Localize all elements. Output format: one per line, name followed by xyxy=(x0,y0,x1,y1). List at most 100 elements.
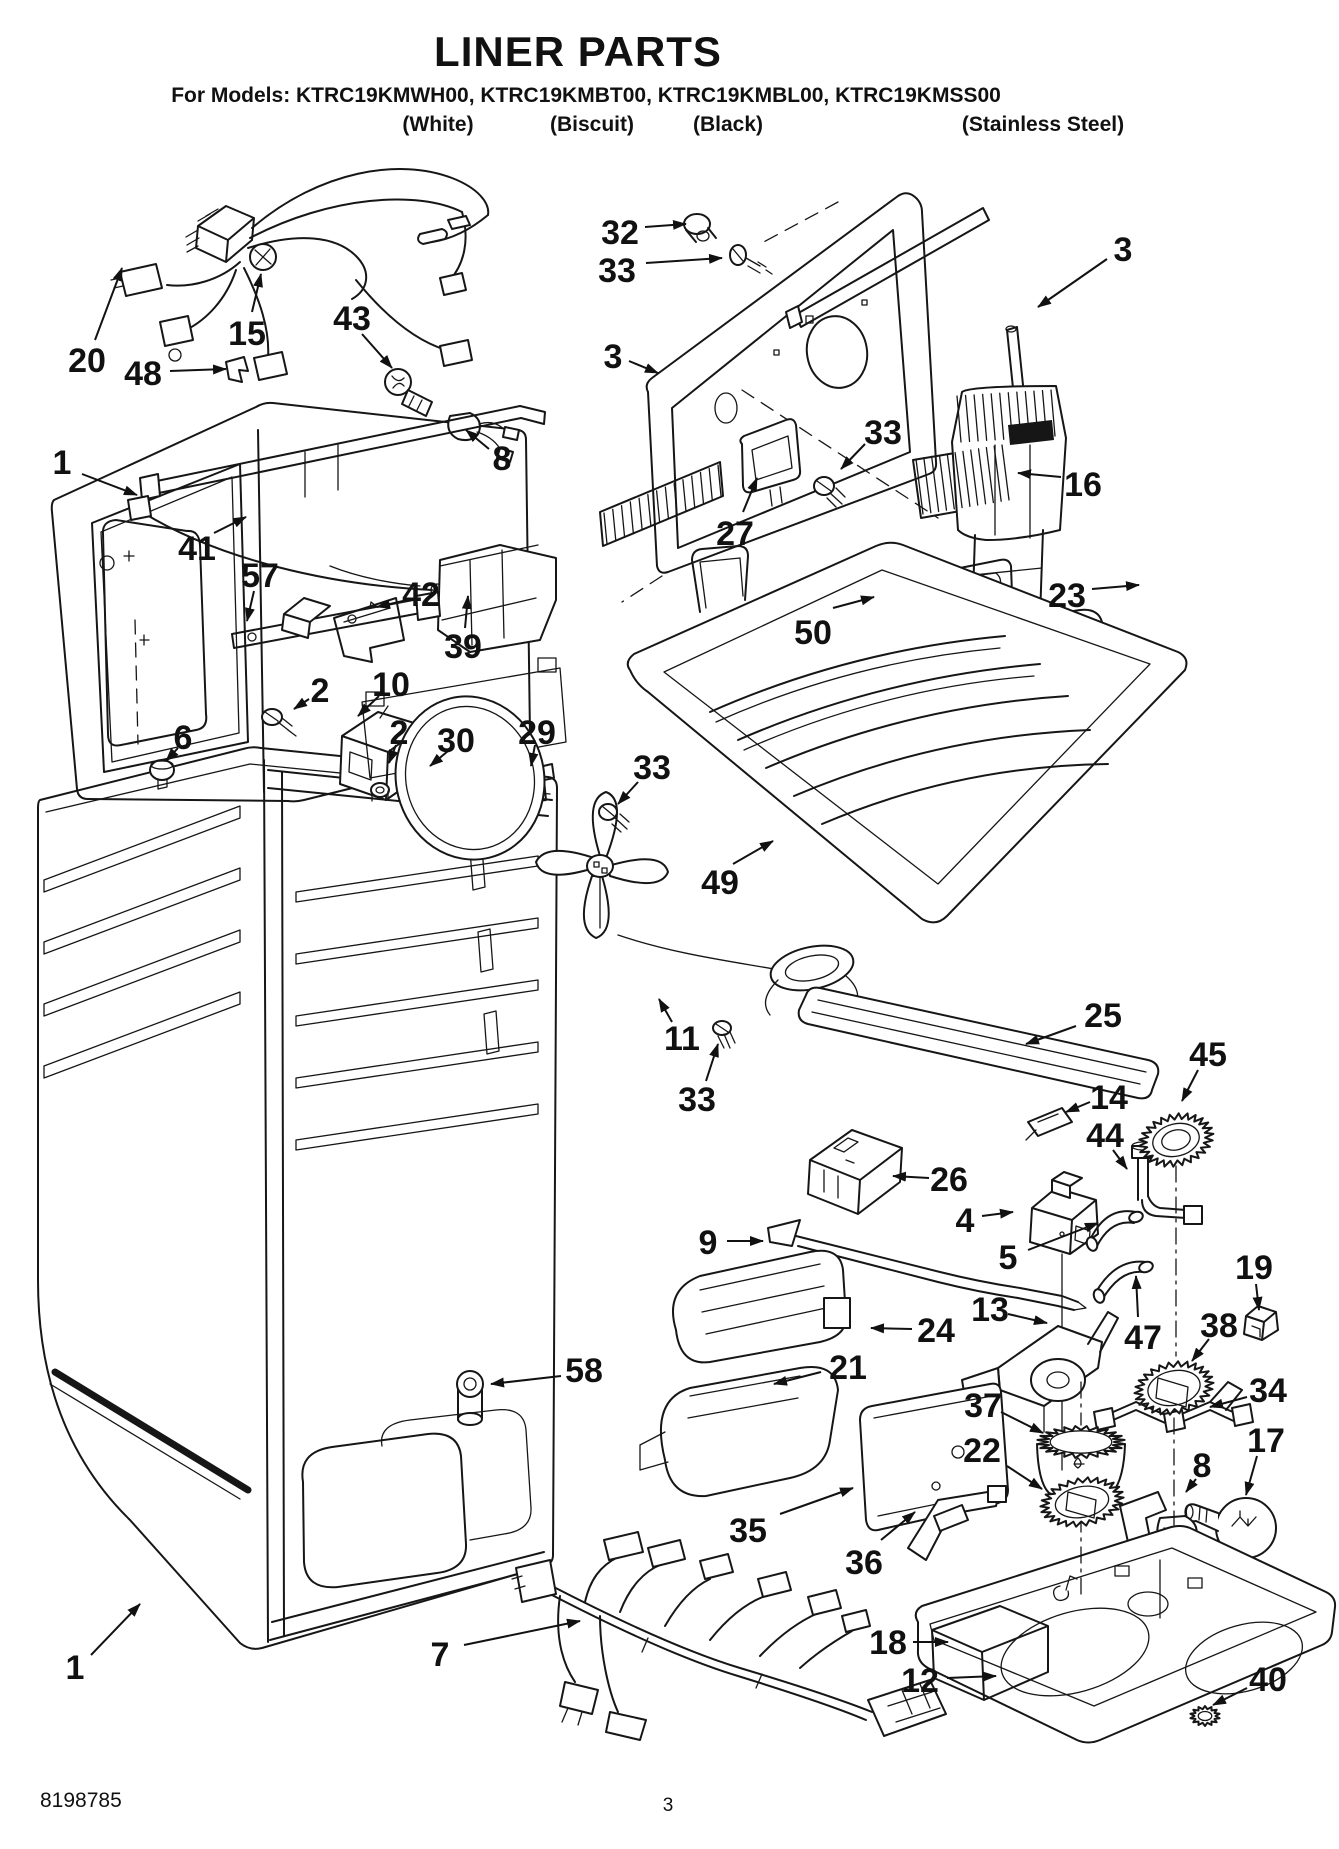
callout-label-3: 3 xyxy=(604,338,623,376)
callout-arrow-8 xyxy=(1185,1478,1198,1493)
callout-label-15: 15 xyxy=(228,315,266,353)
callout-arrow-38 xyxy=(1191,1338,1210,1362)
callout-arrow-1 xyxy=(90,1603,141,1656)
callout-arrow-44 xyxy=(1112,1149,1128,1170)
part-35-panel-drawing xyxy=(859,1382,1009,1532)
models-line: For Models: KTRC19KMWH00, KTRC19KMBT00, … xyxy=(171,84,1001,107)
serrated-parts-drawing xyxy=(365,389,1221,1727)
callout-label-38: 38 xyxy=(1200,1307,1238,1345)
callout-arrow-35 xyxy=(779,1487,854,1515)
callout-label-57: 57 xyxy=(241,557,279,595)
callout-arrow-3 xyxy=(628,360,659,374)
callout-label-3: 3 xyxy=(1114,231,1133,269)
callout-arrow-57 xyxy=(245,590,255,622)
callout-arrow-43 xyxy=(361,333,393,369)
finish-label-white: (White) xyxy=(402,113,474,136)
callout-label-8: 8 xyxy=(493,440,512,478)
callout-label-30: 30 xyxy=(437,722,475,760)
callout-label-1: 1 xyxy=(66,1649,85,1687)
callout-label-9: 9 xyxy=(699,1224,718,1262)
callout-label-58: 58 xyxy=(565,1352,603,1390)
callout-label-33: 33 xyxy=(598,252,636,290)
part-32-spacer xyxy=(683,213,717,243)
callout-arrow-49 xyxy=(732,840,774,865)
part-27-bracket xyxy=(739,418,802,494)
callout-label-49: 49 xyxy=(701,864,739,902)
part-2-screw xyxy=(261,708,297,737)
callout-label-21: 21 xyxy=(829,1349,867,1387)
part-42-clip xyxy=(333,597,405,663)
callout-label-13: 13 xyxy=(971,1291,1009,1329)
callout-label-25: 25 xyxy=(1084,997,1122,1035)
part-2-nut xyxy=(370,782,390,802)
callout-label-12: 12 xyxy=(901,1662,939,1700)
part-48-clip xyxy=(225,356,249,383)
callout-label-50: 50 xyxy=(794,614,832,652)
callout-label-2: 2 xyxy=(311,672,330,710)
callout-label-37: 37 xyxy=(964,1387,1002,1425)
callout-label-7: 7 xyxy=(431,1636,450,1674)
callout-label-33: 33 xyxy=(678,1081,716,1119)
callout-label-20: 20 xyxy=(68,342,106,380)
callout-arrow-30 xyxy=(429,750,449,767)
callout-arrow-21 xyxy=(773,1371,822,1386)
callout-label-2: 2 xyxy=(390,714,409,752)
callout-label-10: 10 xyxy=(372,666,410,704)
callout-label-41: 41 xyxy=(178,530,216,568)
part-58-grommet-drawing xyxy=(456,1370,484,1426)
callout-label-39: 39 xyxy=(444,628,482,666)
fresh-food-liner-drawing xyxy=(37,746,558,1650)
callout-arrow-12 xyxy=(946,1671,997,1682)
part-21-duct-drawing xyxy=(639,1366,839,1498)
callout-arrow-23 xyxy=(1091,581,1140,592)
callout-label-44: 44 xyxy=(1086,1117,1124,1155)
part-33-screw-lower xyxy=(712,1020,736,1049)
callout-arrow-14 xyxy=(1065,1101,1091,1113)
fan-assembly-drawing xyxy=(361,667,791,1049)
part-26-control-drawing xyxy=(807,1129,903,1215)
part-19-clip-drawing xyxy=(1243,1305,1279,1341)
callout-arrow-29 xyxy=(528,744,539,767)
callout-arrow-37 xyxy=(1000,1411,1044,1434)
document-number: 8198785 xyxy=(40,1789,122,1812)
callout-label-33: 33 xyxy=(633,749,671,787)
callout-label-14: 14 xyxy=(1090,1079,1128,1117)
callout-arrow-27 xyxy=(742,477,758,513)
callout-label-36: 36 xyxy=(845,1544,883,1582)
callout-label-17: 17 xyxy=(1247,1422,1285,1460)
callout-label-32: 32 xyxy=(601,214,639,252)
callout-arrow-58 xyxy=(490,1375,562,1388)
finish-label-stainless: (Stainless Steel) xyxy=(961,113,1125,136)
callout-arrow-7 xyxy=(463,1618,581,1646)
callout-arrow-25 xyxy=(1025,1025,1077,1045)
callout-arrow-10 xyxy=(357,695,380,717)
callout-arrow-50 xyxy=(832,595,875,609)
callout-label-43: 43 xyxy=(333,300,371,338)
callout-label-16: 16 xyxy=(1064,466,1102,504)
part-17-bulb-drawing xyxy=(1184,1497,1277,1559)
part-33-screw-fan xyxy=(598,803,630,833)
callout-label-22: 22 xyxy=(963,1432,1001,1470)
part-49-drain-pan-drawing xyxy=(626,541,1188,924)
callout-arrow-6 xyxy=(165,747,179,762)
callout-arrow-24 xyxy=(870,1323,913,1334)
callout-label-26: 26 xyxy=(930,1161,968,1199)
callout-label-1: 1 xyxy=(53,444,72,482)
callout-arrow-16 xyxy=(1017,469,1062,480)
callout-label-8: 8 xyxy=(1193,1447,1212,1485)
part-43-bulb xyxy=(384,368,433,417)
finish-label-black: (Black) xyxy=(692,113,764,136)
callout-arrow-36 xyxy=(880,1511,916,1541)
callout-arrow-33 xyxy=(645,253,723,264)
callout-arrow-34 xyxy=(1209,1396,1248,1409)
callout-label-24: 24 xyxy=(917,1312,955,1350)
part-14-clip-drawing xyxy=(1025,1107,1073,1141)
callout-label-47: 47 xyxy=(1124,1319,1162,1357)
callout-label-40: 40 xyxy=(1249,1661,1287,1699)
callout-arrow-13 xyxy=(1007,1313,1048,1325)
callout-arrow-2 xyxy=(388,744,399,764)
callout-arrow-42 xyxy=(376,599,404,609)
callout-label-18: 18 xyxy=(869,1624,907,1662)
